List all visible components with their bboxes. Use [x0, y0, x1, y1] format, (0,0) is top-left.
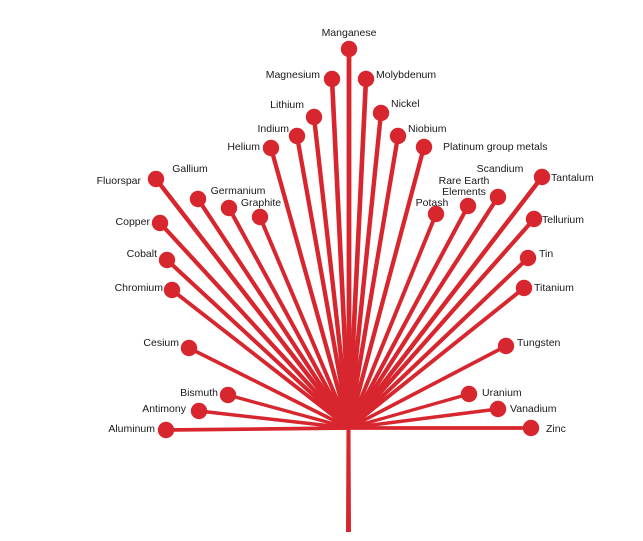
dot-lithium — [305, 108, 323, 126]
spoke-helium — [268, 145, 352, 431]
spoke-potash — [347, 212, 438, 430]
spoke-copper — [157, 220, 352, 431]
spoke-niobium — [346, 133, 401, 431]
label-niobium: Niobium — [408, 123, 447, 135]
dot-cesium — [180, 339, 198, 357]
spoke-titanium — [347, 286, 526, 430]
dot-bismuth — [219, 386, 237, 404]
dot-platinum-group-metals — [415, 138, 433, 156]
fan-stem — [346, 428, 351, 532]
spoke-vanadium — [347, 407, 500, 430]
dot-molybdenum — [357, 70, 375, 88]
label-platinum-group-metals: Platinum group metals — [443, 141, 547, 153]
spoke-graphite — [258, 215, 351, 430]
spoke-nickel — [346, 110, 384, 431]
spoke-lithium — [311, 114, 352, 431]
dots-layer — [147, 40, 551, 439]
label-tungsten: Tungsten — [517, 337, 561, 349]
dot-nickel — [372, 104, 390, 122]
label-lithium: Lithium — [270, 99, 304, 111]
dot-indium — [288, 127, 306, 145]
dot-niobium — [389, 127, 407, 145]
spoke-indium — [294, 133, 352, 431]
dot-aluminum — [157, 421, 175, 439]
spoke-molybdenum — [346, 76, 369, 431]
label-vanadium: Vanadium — [510, 403, 557, 415]
spoke-fluorspar — [153, 176, 352, 431]
dot-tungsten — [497, 337, 515, 355]
spoke-magnesium — [329, 76, 352, 431]
dot-uranium — [460, 385, 478, 403]
dot-vanadium — [489, 400, 507, 418]
spoke-aluminum — [164, 426, 351, 432]
label-nickel: Nickel — [391, 98, 420, 110]
label-cesium: Cesium — [143, 337, 179, 349]
label-antimony: Antimony — [142, 403, 187, 415]
label-scandium: Scandium — [477, 163, 524, 175]
label-aluminum: Aluminum — [108, 423, 155, 435]
spoke-tantalum — [346, 174, 545, 431]
spoke-tin — [346, 255, 531, 431]
dot-copper — [151, 214, 169, 232]
label-copper: Copper — [116, 216, 151, 228]
dot-titanium — [515, 279, 533, 297]
label-molybdenum: Molybdenum — [376, 69, 436, 81]
label-helium: Helium — [227, 141, 260, 153]
dot-tantalum — [533, 168, 551, 186]
dot-helium — [262, 139, 280, 157]
spoke-cesium — [187, 346, 351, 430]
label-magnesium: Magnesium — [266, 69, 321, 81]
dot-cobalt — [158, 251, 176, 269]
dot-fluorspar — [147, 170, 165, 188]
label-cobalt: Cobalt — [127, 248, 157, 260]
dot-manganese — [340, 40, 358, 58]
spoke-rare-earth-elements — [346, 203, 471, 431]
label-zinc: Zinc — [546, 423, 566, 435]
spoke-antimony — [197, 409, 351, 430]
label-fluorspar: Fluorspar — [97, 175, 142, 187]
dot-zinc — [522, 419, 540, 437]
label-uranium: Uranium — [482, 387, 522, 399]
spoke-tungsten — [347, 344, 508, 430]
spoke-germanium — [226, 205, 352, 431]
label-tellurium: Tellurium — [542, 214, 584, 226]
label-graphite: Graphite — [241, 197, 281, 209]
dot-scandium — [489, 188, 507, 206]
dot-antimony — [190, 402, 208, 420]
spoke-bismuth — [226, 393, 351, 430]
spoke-chromium — [170, 288, 351, 430]
spoke-uranium — [347, 392, 471, 430]
label-manganese: Manganese — [322, 27, 377, 39]
dot-tin — [519, 249, 537, 267]
dot-chromium — [163, 281, 181, 299]
label-tin: Tin — [539, 248, 553, 260]
dot-gallium — [189, 190, 207, 208]
label-tantalum: Tantalum — [551, 172, 594, 184]
dot-potash — [427, 205, 445, 223]
label-indium: Indium — [257, 123, 289, 135]
spoke-tellurium — [346, 216, 537, 431]
spoke-gallium — [195, 196, 352, 431]
label-potash: Potash — [416, 197, 449, 209]
label-germanium: Germanium — [211, 185, 266, 197]
label-chromium: Chromium — [115, 282, 164, 294]
dot-germanium — [220, 199, 238, 217]
spoke-scandium — [346, 194, 501, 431]
label-bismuth: Bismuth — [180, 387, 218, 399]
spokes-layer — [153, 46, 545, 432]
dot-tellurium — [525, 210, 543, 228]
label-titanium: Titanium — [534, 282, 574, 294]
spoke-platinum-group-metals — [346, 144, 427, 431]
label-gallium: Gallium — [172, 163, 208, 175]
dot-graphite — [251, 208, 269, 226]
dot-rare-earth-elements — [459, 197, 477, 215]
dot-magnesium — [323, 70, 341, 88]
spoke-cobalt — [164, 257, 352, 431]
